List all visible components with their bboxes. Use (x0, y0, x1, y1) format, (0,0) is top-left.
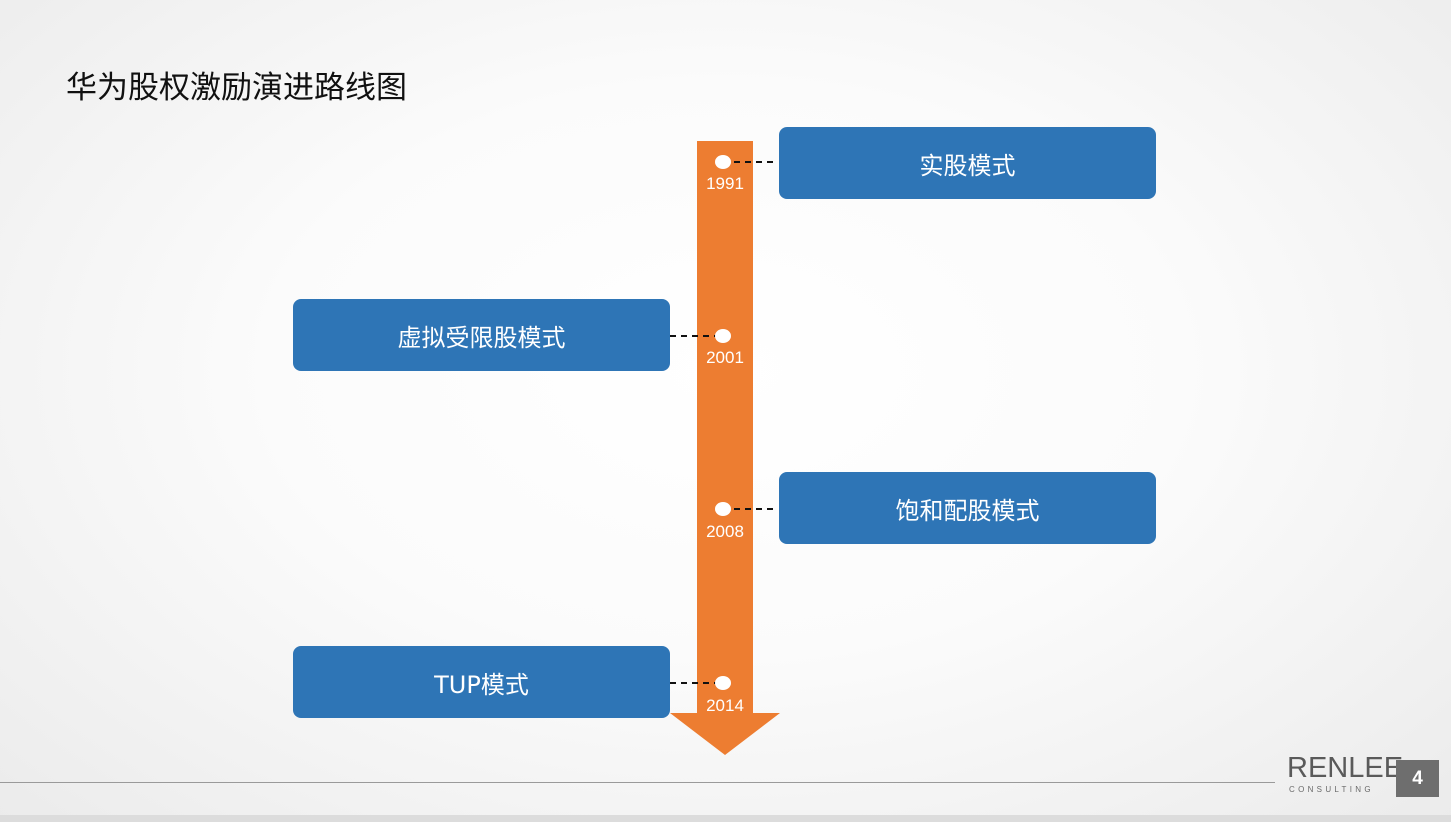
timeline-dot-1991 (715, 155, 731, 169)
year-label-2014: 2014 (706, 696, 744, 715)
milestone-label: 虚拟受限股模式 (397, 323, 566, 352)
footer-divider (0, 782, 1275, 783)
page-number: 4 (1396, 760, 1439, 797)
timeline-dot-2001 (715, 329, 731, 343)
footer-band (0, 815, 1451, 822)
page-title: 华为股权激励演进路线图 (66, 70, 407, 106)
milestone-box-2014: TUP模式 (293, 646, 670, 718)
company-logo: RENLEE (1287, 752, 1404, 784)
year-label-2001: 2001 (706, 348, 744, 367)
milestone-box-2008: 饱和配股模式 (779, 472, 1156, 544)
timeline-dot-2008 (715, 502, 731, 516)
milestone-label: 饱和配股模式 (895, 496, 1040, 525)
milestone-box-2001: 虚拟受限股模式 (293, 299, 670, 371)
year-label-1991: 1991 (706, 174, 744, 193)
timeline-dot-2014 (715, 676, 731, 690)
company-logo-subtitle: CONSULTING (1289, 785, 1374, 794)
year-label-2008: 2008 (706, 522, 744, 541)
milestone-box-1991: 实股模式 (779, 127, 1156, 199)
timeline-arrow (670, 141, 780, 755)
milestone-label: 实股模式 (919, 151, 1016, 180)
milestone-label: TUP模式 (434, 670, 529, 699)
